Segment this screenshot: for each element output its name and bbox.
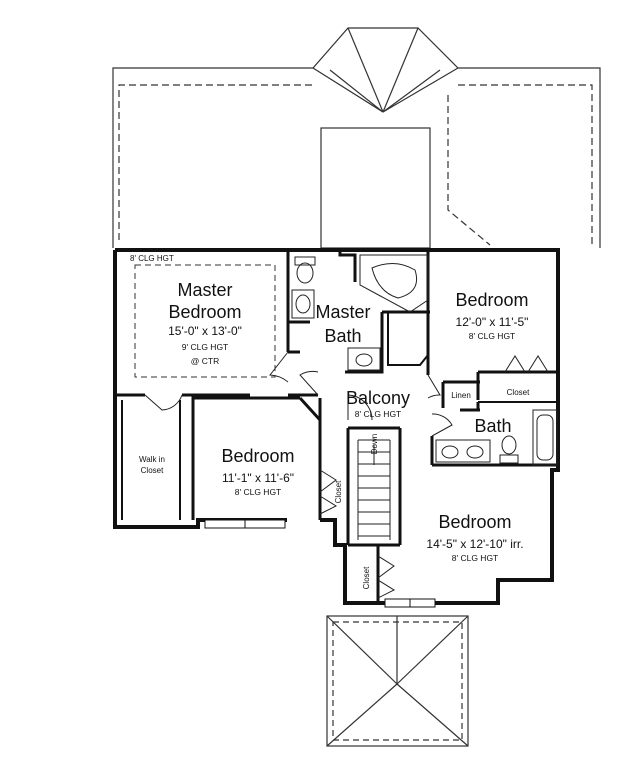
master-bedroom-name-2: Bedroom [168,302,241,322]
balcony-ceiling: 8' CLG HGT [355,409,402,419]
closet-mid-label: Closet [334,480,343,503]
master-bedroom-size: 15'-0" x 13'-0" [168,324,242,338]
fixtures [291,254,558,466]
roof-lower [326,615,469,747]
bedroom-sw-size: 11'-1" x 11'-6" [222,471,294,485]
master-bedroom-ceiling: 9' CLG HGT [182,342,229,352]
bedroom-sw-ceiling: 8' CLG HGT [235,487,282,497]
bedroom-ne-ceiling: 8' CLG HGT [469,331,516,341]
windows [204,519,436,608]
door-swings [144,351,549,599]
master-bath-name-2: Bath [324,326,361,346]
walk-in-closet-label-1: Walk in [139,455,165,464]
master-ceiling-outline [134,264,276,378]
closet-se-label: Closet [362,566,371,589]
roof-upper [112,27,601,249]
bedroom-se-ceiling: 8' CLG HGT [452,553,499,563]
stairs-down-label: Down [370,434,379,454]
master-bedroom-ceiling-note: 8' CLG HGT [130,254,174,263]
master-bedroom-ceiling-sub: @ CTR [191,356,219,366]
bedroom-sw-name: Bedroom [221,446,294,466]
linen-label: Linen [451,391,471,400]
master-bedroom-name-1: Master [177,280,232,300]
stair-treads [357,439,391,540]
bedroom-se-size: 14'-5" x 12'-10" irr. [426,537,523,551]
master-bath-name-1: Master [315,302,370,322]
bedroom-ne-name: Bedroom [455,290,528,310]
bedroom-ne-size: 12'-0" x 11'-5" [456,315,529,329]
closet-ne-label: Closet [507,388,530,397]
bath-name: Bath [474,416,511,436]
balcony-name: Balcony [346,388,410,408]
walk-in-closet-label-2: Closet [141,466,164,475]
bedroom-se-name: Bedroom [438,512,511,532]
